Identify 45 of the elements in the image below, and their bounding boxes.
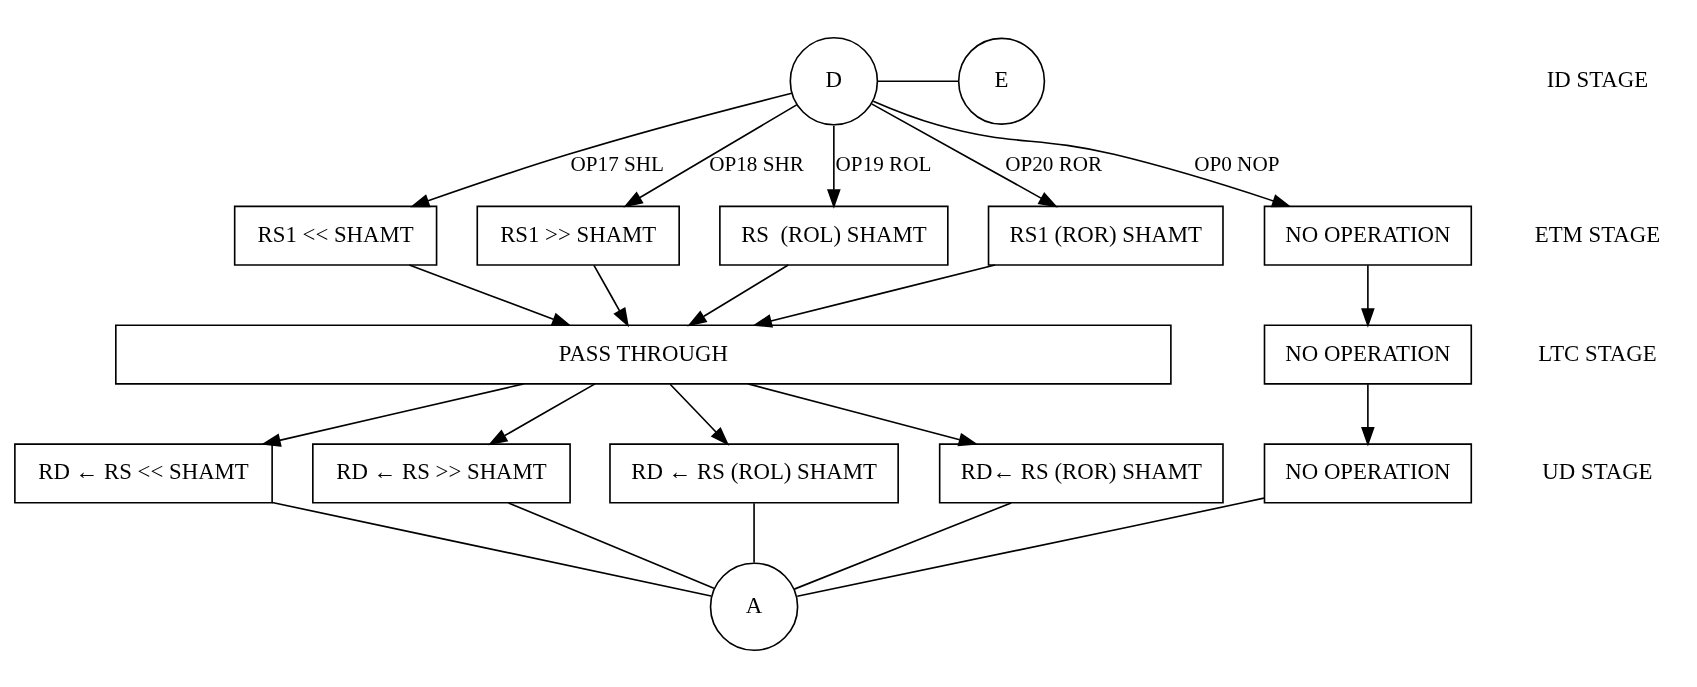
arrow <box>752 263 996 328</box>
label: UD STAGE <box>1542 458 1653 484</box>
arrow <box>870 102 1058 207</box>
arrow <box>1361 264 1375 328</box>
arrow <box>408 263 572 326</box>
arrow <box>872 99 1292 207</box>
connector <box>753 501 755 563</box>
arrow <box>687 263 790 326</box>
node-box: NO OPERATION <box>1263 205 1473 266</box>
connector <box>876 79 960 82</box>
arrow <box>669 382 730 446</box>
node-circle: A <box>709 561 799 651</box>
node-box: RS1 << SHAMT <box>233 205 438 266</box>
node-box: NO OPERATION <box>1263 323 1473 385</box>
connector <box>793 501 1012 590</box>
arrow <box>487 382 596 445</box>
arrow <box>409 91 793 207</box>
node-box: RD ← RS << SHAMT <box>14 442 273 504</box>
label: ID STAGE <box>1546 66 1649 92</box>
arrow <box>747 382 979 446</box>
arrow <box>827 124 841 209</box>
arrow <box>623 103 798 207</box>
label: ETM STAGE <box>1534 221 1661 247</box>
connector <box>507 501 715 589</box>
edge-label: OP0 NOP <box>1194 151 1280 176</box>
arrow <box>593 264 629 327</box>
node-box: RS1 >> SHAMT <box>476 205 680 266</box>
node-box: NO OPERATION <box>1263 442 1473 504</box>
node-box: RD ← RS >> SHAMT <box>312 442 571 504</box>
label: LTC STAGE <box>1538 340 1657 366</box>
arrow <box>1361 382 1375 447</box>
edge-label: OP20 ROR <box>1005 151 1103 176</box>
arrow <box>261 382 525 447</box>
node-circle: E <box>957 37 1046 125</box>
node-box: RD← RS (ROR) SHAMT <box>938 442 1224 504</box>
node-box: RD ← RS (ROL) SHAMT <box>609 442 899 504</box>
connector <box>271 501 712 597</box>
edge-label: OP18 SHR <box>709 151 804 176</box>
connector <box>796 496 1265 597</box>
node-box: PASS THROUGH <box>115 323 1172 385</box>
node-box: RS (ROL) SHAMT <box>719 205 949 266</box>
node-box: RS1 (ROR) SHAMT <box>987 205 1224 266</box>
node-circle: D <box>789 36 879 126</box>
edge-label: OP17 SHL <box>570 151 665 176</box>
edge-label: OP19 ROL <box>835 151 932 176</box>
